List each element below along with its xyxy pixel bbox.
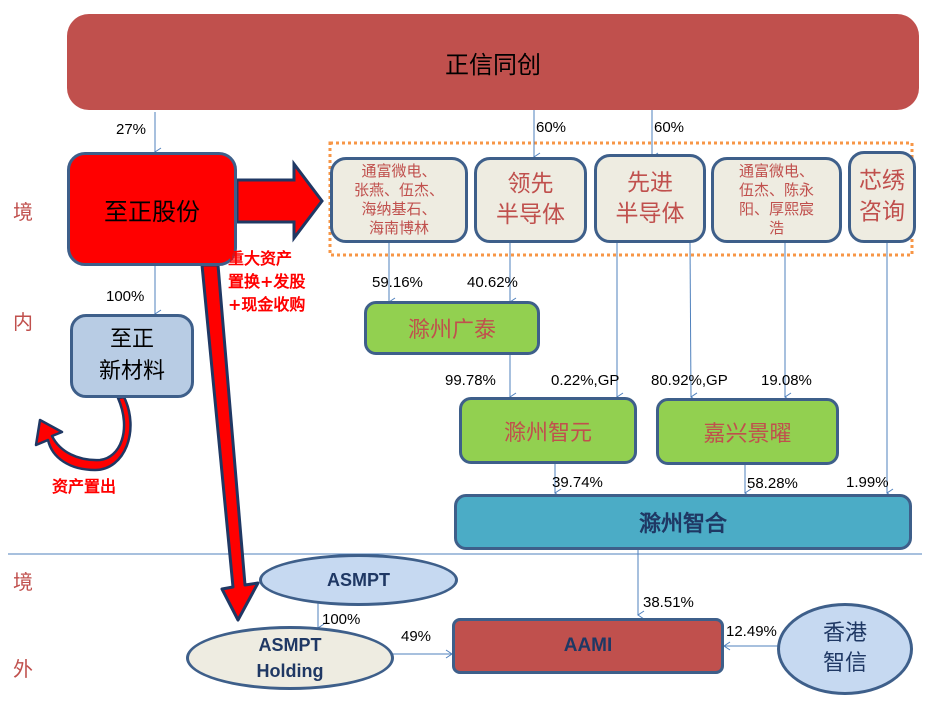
edge-label: 99.78% (445, 372, 496, 389)
side-label-jing-overseas: 境 (13, 570, 33, 594)
line: Holding (256, 661, 324, 681)
edge-label: 27% (116, 121, 147, 138)
line: 张燕、伍杰、 (353, 181, 444, 199)
restructuring-down-arrow (200, 263, 260, 622)
edge-label: 40.62% (467, 274, 518, 291)
line: +现金收购 (228, 295, 306, 314)
line: 半导体 (496, 202, 565, 228)
edge-8092 (689, 241, 698, 402)
node-label: 滁州智合 (638, 511, 727, 537)
edge-label: 59.16% (372, 274, 423, 291)
line: 领先 (507, 171, 554, 197)
node-asmpt[interactable]: ASMPT (259, 554, 458, 606)
line: 新材料 (98, 359, 165, 384)
annotation-asset-divestment: 资产置出 (52, 477, 117, 496)
edge-label: 1.99% (846, 474, 889, 491)
line: 智信 (822, 651, 867, 676)
node-shareholders-group-2[interactable]: 通富微电、 伍杰、陈永 阳、厚熙宸 浩 (711, 157, 842, 243)
edge-label: 58.28% (747, 475, 798, 492)
edge-label: 80.92%,GP (651, 372, 728, 389)
node-asmpt-holding[interactable]: ASMPT Holding (186, 626, 394, 690)
node-jiaxing-jingyao[interactable]: 嘉兴景曜 (656, 398, 839, 465)
node-chuzhou-zhiyuan[interactable]: 滁州智元 (459, 397, 637, 464)
edge-label: 39.74% (552, 474, 603, 491)
side-label-nei: 内 (13, 310, 33, 334)
node-hongkong-zhixin[interactable]: 香港 智信 (777, 603, 913, 695)
node-label: 滁州智元 (503, 420, 592, 446)
restructuring-right-arrow (235, 159, 324, 243)
edge-label: 19.08% (761, 372, 812, 389)
line: 先进 (627, 169, 673, 196)
line: 芯绣 (859, 168, 905, 194)
edge-label: 0.22%,GP (551, 372, 620, 389)
line: 阳、厚熙宸 (738, 200, 814, 218)
node-zhizheng-new-materials[interactable]: 至正 新材料 (70, 314, 194, 398)
node-label: 滁州广泰 (407, 318, 496, 343)
node-lingxian-semiconductor[interactable]: 领先 半导体 (474, 157, 587, 243)
node-aami[interactable]: AAMI (452, 618, 724, 674)
line: 伍杰、陈永 (738, 181, 814, 199)
line: 通富微电、 (361, 162, 437, 180)
line: 半导体 (615, 200, 685, 227)
node-label: 正信同创 (445, 50, 541, 79)
edge-label: 60% (654, 119, 685, 136)
node-label: 嘉兴景曜 (703, 421, 792, 447)
line: 香港 (822, 621, 867, 646)
node-label: AAMI (563, 635, 613, 656)
line: 海南博林 (368, 219, 429, 237)
annotation-major-restructuring: 重大资产 置换+发股 +现金收购 (228, 247, 305, 316)
line: 至正 (109, 327, 154, 352)
divestment-curved-arrow (34, 395, 132, 472)
edge-label: 38.51% (643, 594, 694, 611)
edge-label: 100% (322, 611, 361, 628)
line: ASMPT (258, 635, 322, 655)
edge-label: 100% (106, 288, 145, 305)
node-chuzhou-guangtai[interactable]: 滁州广泰 (364, 301, 540, 355)
node-shareholders-group-1[interactable]: 通富微电、 张燕、伍杰、 海纳基石、 海南博林 (330, 157, 468, 243)
node-zhizheng-gufen[interactable]: 至正股份 (67, 152, 237, 266)
line: 重大资产 (228, 249, 293, 268)
side-label-jing-domestic: 境 (13, 200, 33, 224)
node-xinxiu-consulting[interactable]: 芯绣 咨询 (848, 151, 916, 243)
side-label-wai: 外 (13, 657, 33, 681)
node-label: 至正股份 (104, 197, 200, 226)
line: 浩 (768, 219, 784, 237)
edge-label: 60% (536, 119, 567, 136)
line: 置换+发股 (228, 272, 306, 291)
node-label: ASMPT (327, 569, 390, 590)
node-xianjin-semiconductor[interactable]: 先进 半导体 (594, 154, 706, 243)
line: 通富微电、 (738, 162, 814, 180)
line: 海纳基石、 (361, 200, 437, 218)
node-zhengxin-tongchuang[interactable]: 正信同创 (67, 14, 919, 110)
edge-label: 12.49% (726, 623, 777, 640)
edge-label: 49% (401, 628, 432, 645)
line: 咨询 (859, 199, 905, 225)
node-chuzhou-zhihe[interactable]: 滁州智合 (454, 494, 912, 550)
